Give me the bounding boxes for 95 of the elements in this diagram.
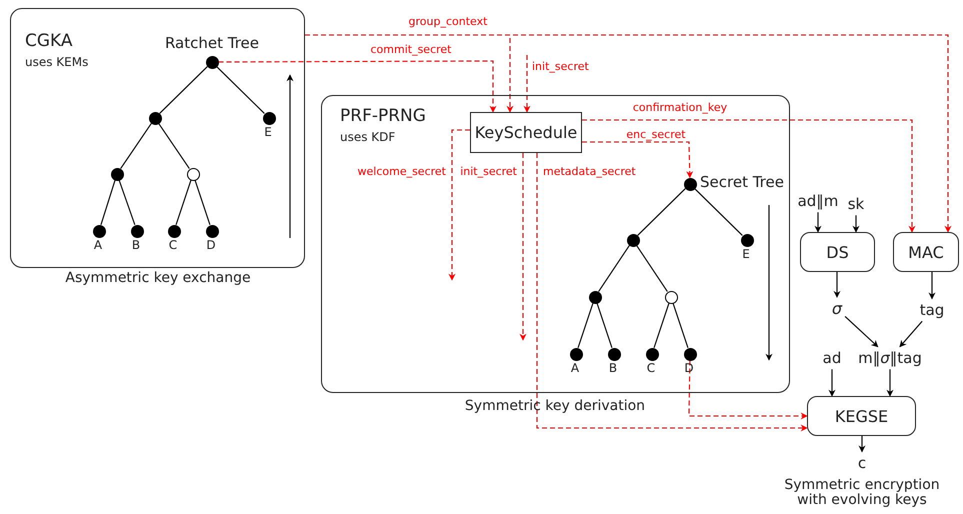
- edge-label: enc_secret: [625, 128, 687, 142]
- tree-node: [570, 348, 582, 360]
- leaf-label: A: [570, 362, 580, 375]
- process-box: [807, 396, 916, 436]
- tree-node: [608, 348, 620, 360]
- edge-label: metadata_secret: [542, 166, 637, 178]
- arrow: [582, 141, 694, 178]
- tree-edge: [176, 180, 192, 225]
- tree-edge: [194, 180, 210, 225]
- variable-label: σ: [832, 300, 842, 318]
- box-title: CGKA: [25, 32, 73, 50]
- arrow: [828, 369, 836, 397]
- box-subtitle: uses KEMs: [25, 56, 88, 70]
- tree-node: [626, 234, 640, 246]
- leaf-label: C: [646, 362, 656, 375]
- edge-label: group_context: [408, 16, 488, 28]
- arrow: [582, 119, 916, 233]
- tree-node: [206, 224, 218, 238]
- tree-edge: [694, 188, 743, 236]
- tree-node: [740, 234, 754, 246]
- variable-label: ad: [822, 350, 842, 366]
- edge-label: confirmation_key: [632, 102, 728, 114]
- tree-edge: [636, 245, 668, 292]
- caption: Symmetric encryption with evolving keys: [783, 478, 941, 509]
- arrow: [520, 153, 526, 341]
- arrow: [218, 60, 496, 113]
- box-title: PRF-PRNG: [340, 106, 426, 126]
- variable-label: c: [858, 454, 866, 472]
- process-box: [470, 112, 582, 153]
- leaf-label: E: [742, 248, 750, 261]
- tree-title: Ratchet Tree: [164, 35, 260, 52]
- arrow: [928, 272, 936, 300]
- arrow: [536, 153, 808, 432]
- tree-node: [148, 112, 162, 124]
- arrow: [305, 34, 952, 233]
- tree-edge: [578, 303, 594, 348]
- edge-label: commit_secret: [370, 44, 452, 56]
- tree-edge: [118, 180, 136, 226]
- tree-edge: [100, 180, 116, 225]
- leaf-label: E: [264, 126, 272, 139]
- tree-edge: [158, 123, 190, 169]
- leaf-label: A: [94, 238, 102, 252]
- variable-label: sk: [848, 196, 864, 212]
- node-label: Asymmetric key exchange: [65, 270, 251, 286]
- arrow: [688, 360, 808, 420]
- box-label: MAC: [908, 242, 944, 262]
- tree-node: [684, 178, 696, 190]
- leaf-label: D: [206, 238, 216, 252]
- node-label: Symmetric key derivation: [464, 398, 646, 414]
- tree-node: [262, 112, 276, 124]
- box-label: KEGSE: [834, 406, 888, 426]
- tree-node: [206, 56, 218, 68]
- box-label: DS: [826, 242, 849, 262]
- tree-edge: [598, 245, 630, 292]
- box-label: KeySchedule: [474, 123, 578, 142]
- tree-node: [664, 290, 678, 304]
- variable-label: m‖σ‖tag: [858, 350, 922, 366]
- arrow: [834, 272, 840, 298]
- tree-title: Secret Tree: [700, 174, 784, 190]
- tree-edge: [120, 123, 152, 169]
- tree-node: [110, 168, 124, 180]
- tree-edge: [216, 66, 265, 114]
- tree-node: [646, 348, 658, 360]
- tree-node: [92, 224, 106, 238]
- arrow: [524, 55, 530, 113]
- arrow: [858, 436, 866, 452]
- process-box: [893, 232, 959, 272]
- variable-label: tag: [920, 302, 944, 318]
- component-box: [10, 8, 305, 268]
- leaf-label: B: [608, 362, 618, 375]
- leaf-label: C: [168, 238, 178, 252]
- box-subtitle: uses KDF: [340, 131, 396, 145]
- arrow: [852, 215, 860, 233]
- tree-node: [684, 348, 696, 360]
- leaf-label: D: [684, 362, 694, 375]
- tree-node: [130, 224, 144, 238]
- tree-node: [186, 168, 200, 180]
- tree-edge: [596, 303, 612, 348]
- tree-node: [588, 290, 602, 304]
- edge-label: init_secret: [459, 166, 518, 178]
- arrow: [886, 369, 894, 397]
- edge-label: welcome_secret: [356, 166, 447, 178]
- tree-edge: [637, 188, 686, 236]
- arrow: [899, 320, 923, 348]
- arrow: [844, 316, 878, 348]
- edge-label: init_secret: [531, 60, 590, 74]
- process-box: [800, 232, 875, 272]
- leaf-label: B: [132, 238, 140, 252]
- tree-node: [168, 224, 180, 238]
- arrow: [814, 212, 822, 233]
- variable-label: ad‖m: [798, 192, 838, 210]
- tree-edge: [672, 303, 688, 348]
- arrow: [448, 129, 470, 281]
- tree-edge: [654, 303, 670, 348]
- tree-edge: [159, 66, 208, 114]
